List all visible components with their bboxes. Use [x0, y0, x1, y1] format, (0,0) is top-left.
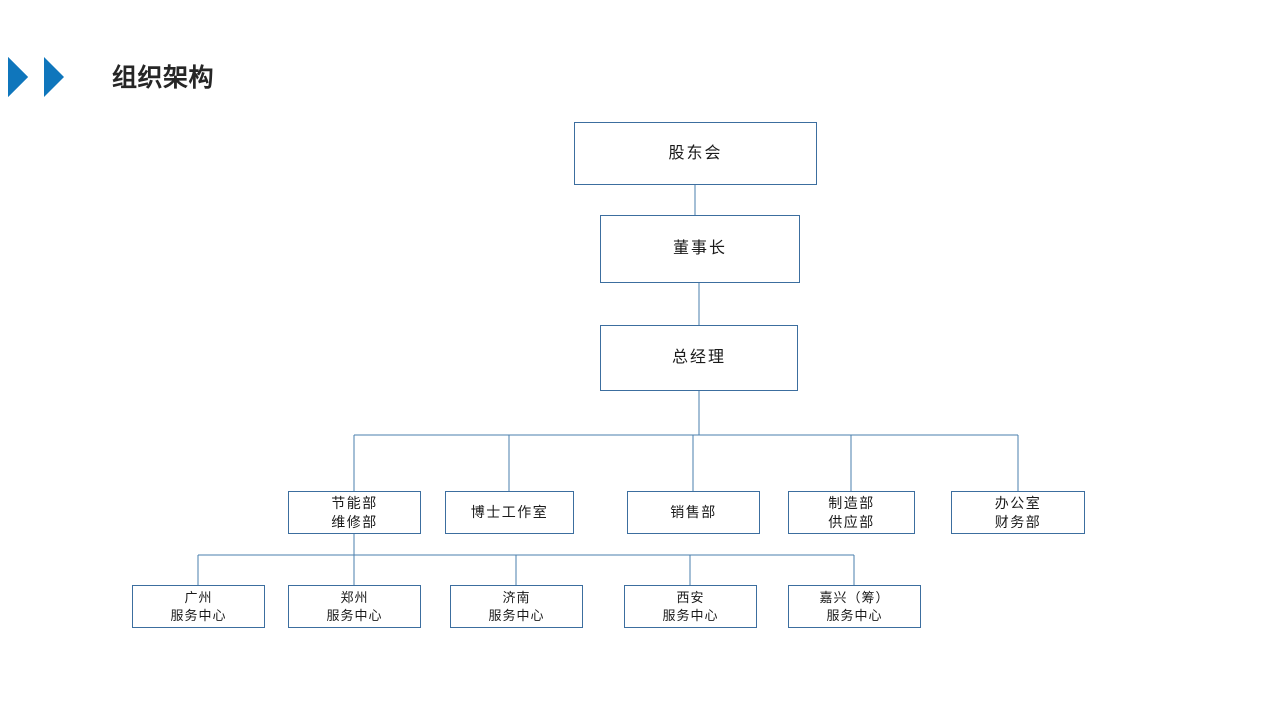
org-node-line: 制造部	[828, 494, 875, 511]
org-node-line: 济南	[502, 589, 531, 605]
org-node-line: 郑州	[340, 589, 369, 605]
org-node-line: 西安	[676, 589, 705, 605]
org-node-line: 博士工作室	[470, 504, 549, 520]
org-node-manufacturing-supply-dept[interactable]: 制造部 供应部	[788, 491, 915, 534]
org-node-line: 总经理	[671, 349, 726, 366]
org-node-line: 维修部	[331, 513, 378, 530]
org-node-office-finance-dept[interactable]: 办公室 财务部	[951, 491, 1085, 534]
chevron-right-icon-1	[6, 57, 38, 97]
org-node-guangzhou-service-center[interactable]: 广州 服务中心	[132, 585, 265, 628]
org-node-xian-service-center[interactable]: 西安 服务中心	[624, 585, 757, 628]
org-node-line: 广州	[184, 589, 213, 605]
org-node-line: 财务部	[994, 513, 1042, 530]
chevron-right-icon-2	[42, 57, 74, 97]
org-node-line: 服务中心	[826, 607, 883, 623]
org-node-shareholders-meeting[interactable]: 股东会	[574, 122, 817, 185]
org-node-line: 嘉兴（筹）	[819, 589, 890, 605]
org-node-zhengzhou-service-center[interactable]: 郑州 服务中心	[288, 585, 421, 628]
org-node-line: 供应部	[828, 513, 875, 530]
org-node-line: 董事长	[672, 240, 727, 257]
org-node-jinan-service-center[interactable]: 济南 服务中心	[450, 585, 583, 628]
org-node-chairman[interactable]: 董事长	[600, 215, 800, 283]
org-node-line: 服务中心	[170, 607, 227, 623]
org-node-energy-maintenance-dept[interactable]: 节能部 维修部	[288, 491, 421, 534]
org-node-line: 股东会	[668, 144, 723, 162]
org-node-line: 服务中心	[488, 607, 545, 623]
org-node-line: 节能部	[331, 494, 378, 511]
org-node-jiaxing-service-center[interactable]: 嘉兴（筹） 服务中心	[788, 585, 921, 628]
page-title: 组织架构	[112, 64, 215, 92]
org-node-line: 办公室	[994, 494, 1042, 511]
org-node-line: 销售部	[670, 504, 717, 520]
org-node-general-manager[interactable]: 总经理	[600, 325, 798, 391]
page-header: 组织架构	[0, 0, 1280, 118]
org-node-doctoral-workstation[interactable]: 博士工作室	[445, 491, 574, 534]
double-chevron-right-icon	[6, 57, 90, 97]
org-node-line: 服务中心	[326, 607, 383, 623]
org-node-line: 服务中心	[662, 607, 719, 623]
org-node-sales-dept[interactable]: 销售部	[627, 491, 760, 534]
